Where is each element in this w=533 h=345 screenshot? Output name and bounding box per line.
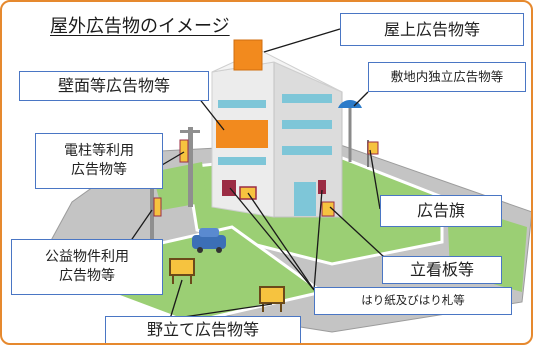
leader-freestanding — [353, 91, 369, 107]
window — [282, 94, 332, 103]
label-posters-and-bills: はり紙及びはり札等 — [314, 287, 512, 315]
road-edge — [41, 141, 531, 333]
leader-field — [169, 279, 183, 320]
car-body — [192, 235, 226, 249]
leader-wall — [197, 96, 225, 131]
label-text: 壁面等広告物等 — [57, 76, 170, 96]
building — [211, 39, 343, 218]
window — [282, 146, 332, 155]
field-billboard — [169, 258, 195, 276]
leader-lines — [129, 28, 385, 320]
field-billboard — [259, 286, 285, 304]
field-billboards — [169, 258, 285, 312]
window — [218, 157, 266, 165]
stand-signboard — [321, 201, 335, 217]
utility-pole — [150, 187, 154, 247]
label-text-line2: 広告物等 — [59, 268, 115, 284]
freestanding-sign — [338, 100, 362, 162]
label-field-advertising: 野立て広告物等 — [105, 316, 301, 343]
entrance-door — [294, 182, 316, 216]
rooftop-sign — [233, 39, 263, 71]
leader-posters — [313, 189, 323, 291]
car-wheel — [216, 247, 222, 253]
car-roof — [199, 228, 219, 237]
label-wall-advertising: 壁面等広告物等 — [19, 71, 209, 101]
leader-flag — [369, 149, 381, 210]
leader-rooftop — [263, 28, 341, 53]
label-text: はり紙及びはり札等 — [361, 293, 465, 308]
wall-sign — [216, 120, 268, 148]
leader-pole — [161, 151, 185, 166]
label-text-line1: 電柱等利用 — [64, 143, 134, 160]
label-text: 立看板等 — [409, 260, 474, 280]
flag-and-stand — [321, 140, 379, 217]
leader-signboard — [329, 206, 385, 258]
leader-posters — [229, 187, 315, 291]
label-text: 野立て広告物等 — [146, 320, 259, 340]
label-standing-signboard: 立看板等 — [382, 256, 502, 284]
leader-public — [129, 209, 153, 243]
label-advertising-flag: 広告旗 — [380, 195, 502, 227]
label-freestanding-advertising: 敷地内独立広告物等 — [368, 62, 526, 92]
label-pole-advertising: 電柱等利用 広告物等 — [35, 133, 163, 189]
dish-sign — [338, 100, 362, 108]
utility-pole — [188, 127, 193, 207]
pole-sign — [153, 197, 162, 217]
label-text: 敷地内独立広告物等 — [390, 68, 504, 84]
flag — [367, 141, 379, 155]
label-text-line1: 公益物件利用 — [45, 249, 129, 266]
pole-crossarm — [180, 130, 200, 133]
label-rooftop-advertising: 屋上広告物等 — [340, 13, 524, 46]
left-grass-patch — [152, 162, 207, 210]
leader-posters — [247, 192, 315, 291]
pole-sign — [179, 139, 189, 163]
car-wheel — [197, 247, 203, 253]
window — [218, 100, 266, 108]
label-text: 広告旗 — [416, 201, 465, 221]
poster-board — [318, 180, 326, 194]
label-text-line2: 広告物等 — [71, 162, 127, 178]
car — [192, 228, 226, 253]
label-public-facility-advertising: 公益物件利用 広告物等 — [11, 239, 163, 295]
page-title: 屋外広告物のイメージ — [50, 16, 230, 37]
window — [282, 120, 332, 129]
utility-poles — [150, 127, 200, 247]
label-text: 屋上広告物等 — [383, 19, 480, 39]
front-curb — [121, 225, 326, 324]
